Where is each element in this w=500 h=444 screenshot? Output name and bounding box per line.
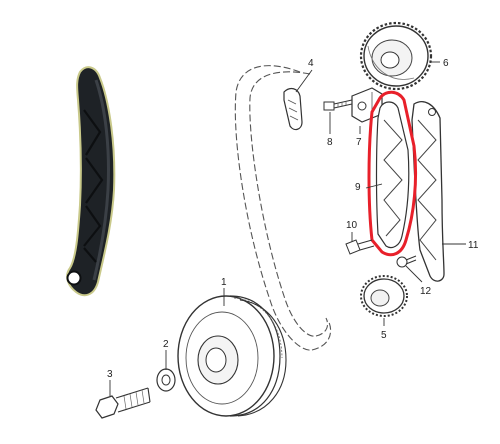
chain-tensioner [351,87,383,123]
chain-tensioner-pad [283,87,303,131]
callout-12: 12 [420,286,432,297]
callout-1: 1 [221,277,227,288]
tensioner-bolt [323,99,353,111]
callout-8: 8 [327,137,333,148]
chain-guide-photo-pivot-hole [66,270,82,286]
callout-4: 4 [308,58,314,69]
callout-6: 6 [443,58,449,69]
fixed-chain-guide [411,101,445,282]
chain-guide-photo-ribs [83,109,104,263]
callout-2: 2 [163,339,169,350]
timing-chain [234,65,332,351]
callout-11: 11 [468,240,479,251]
callout-5: 5 [381,330,387,341]
washer [156,368,176,392]
crankshaft-pulley [177,295,287,417]
tensioning-rail-highlight-outline [367,90,418,257]
callout-10: 10 [346,220,358,231]
chain-guide-photo [66,66,116,297]
callout-7: 7 [356,137,362,148]
pulley-bolt [95,387,151,419]
leader-lines [109,61,466,396]
callout-3: 3 [107,369,113,380]
guide-bolt [396,255,417,268]
camshaft-sprocket [359,21,433,91]
pivot-bolt [345,239,375,255]
crankshaft-sprocket [360,275,408,317]
tensioning-rail [367,90,418,257]
callout-9: 9 [355,182,361,193]
callout-labels: 1 2 3 4 5 6 7 8 9 10 11 12 [107,58,479,380]
